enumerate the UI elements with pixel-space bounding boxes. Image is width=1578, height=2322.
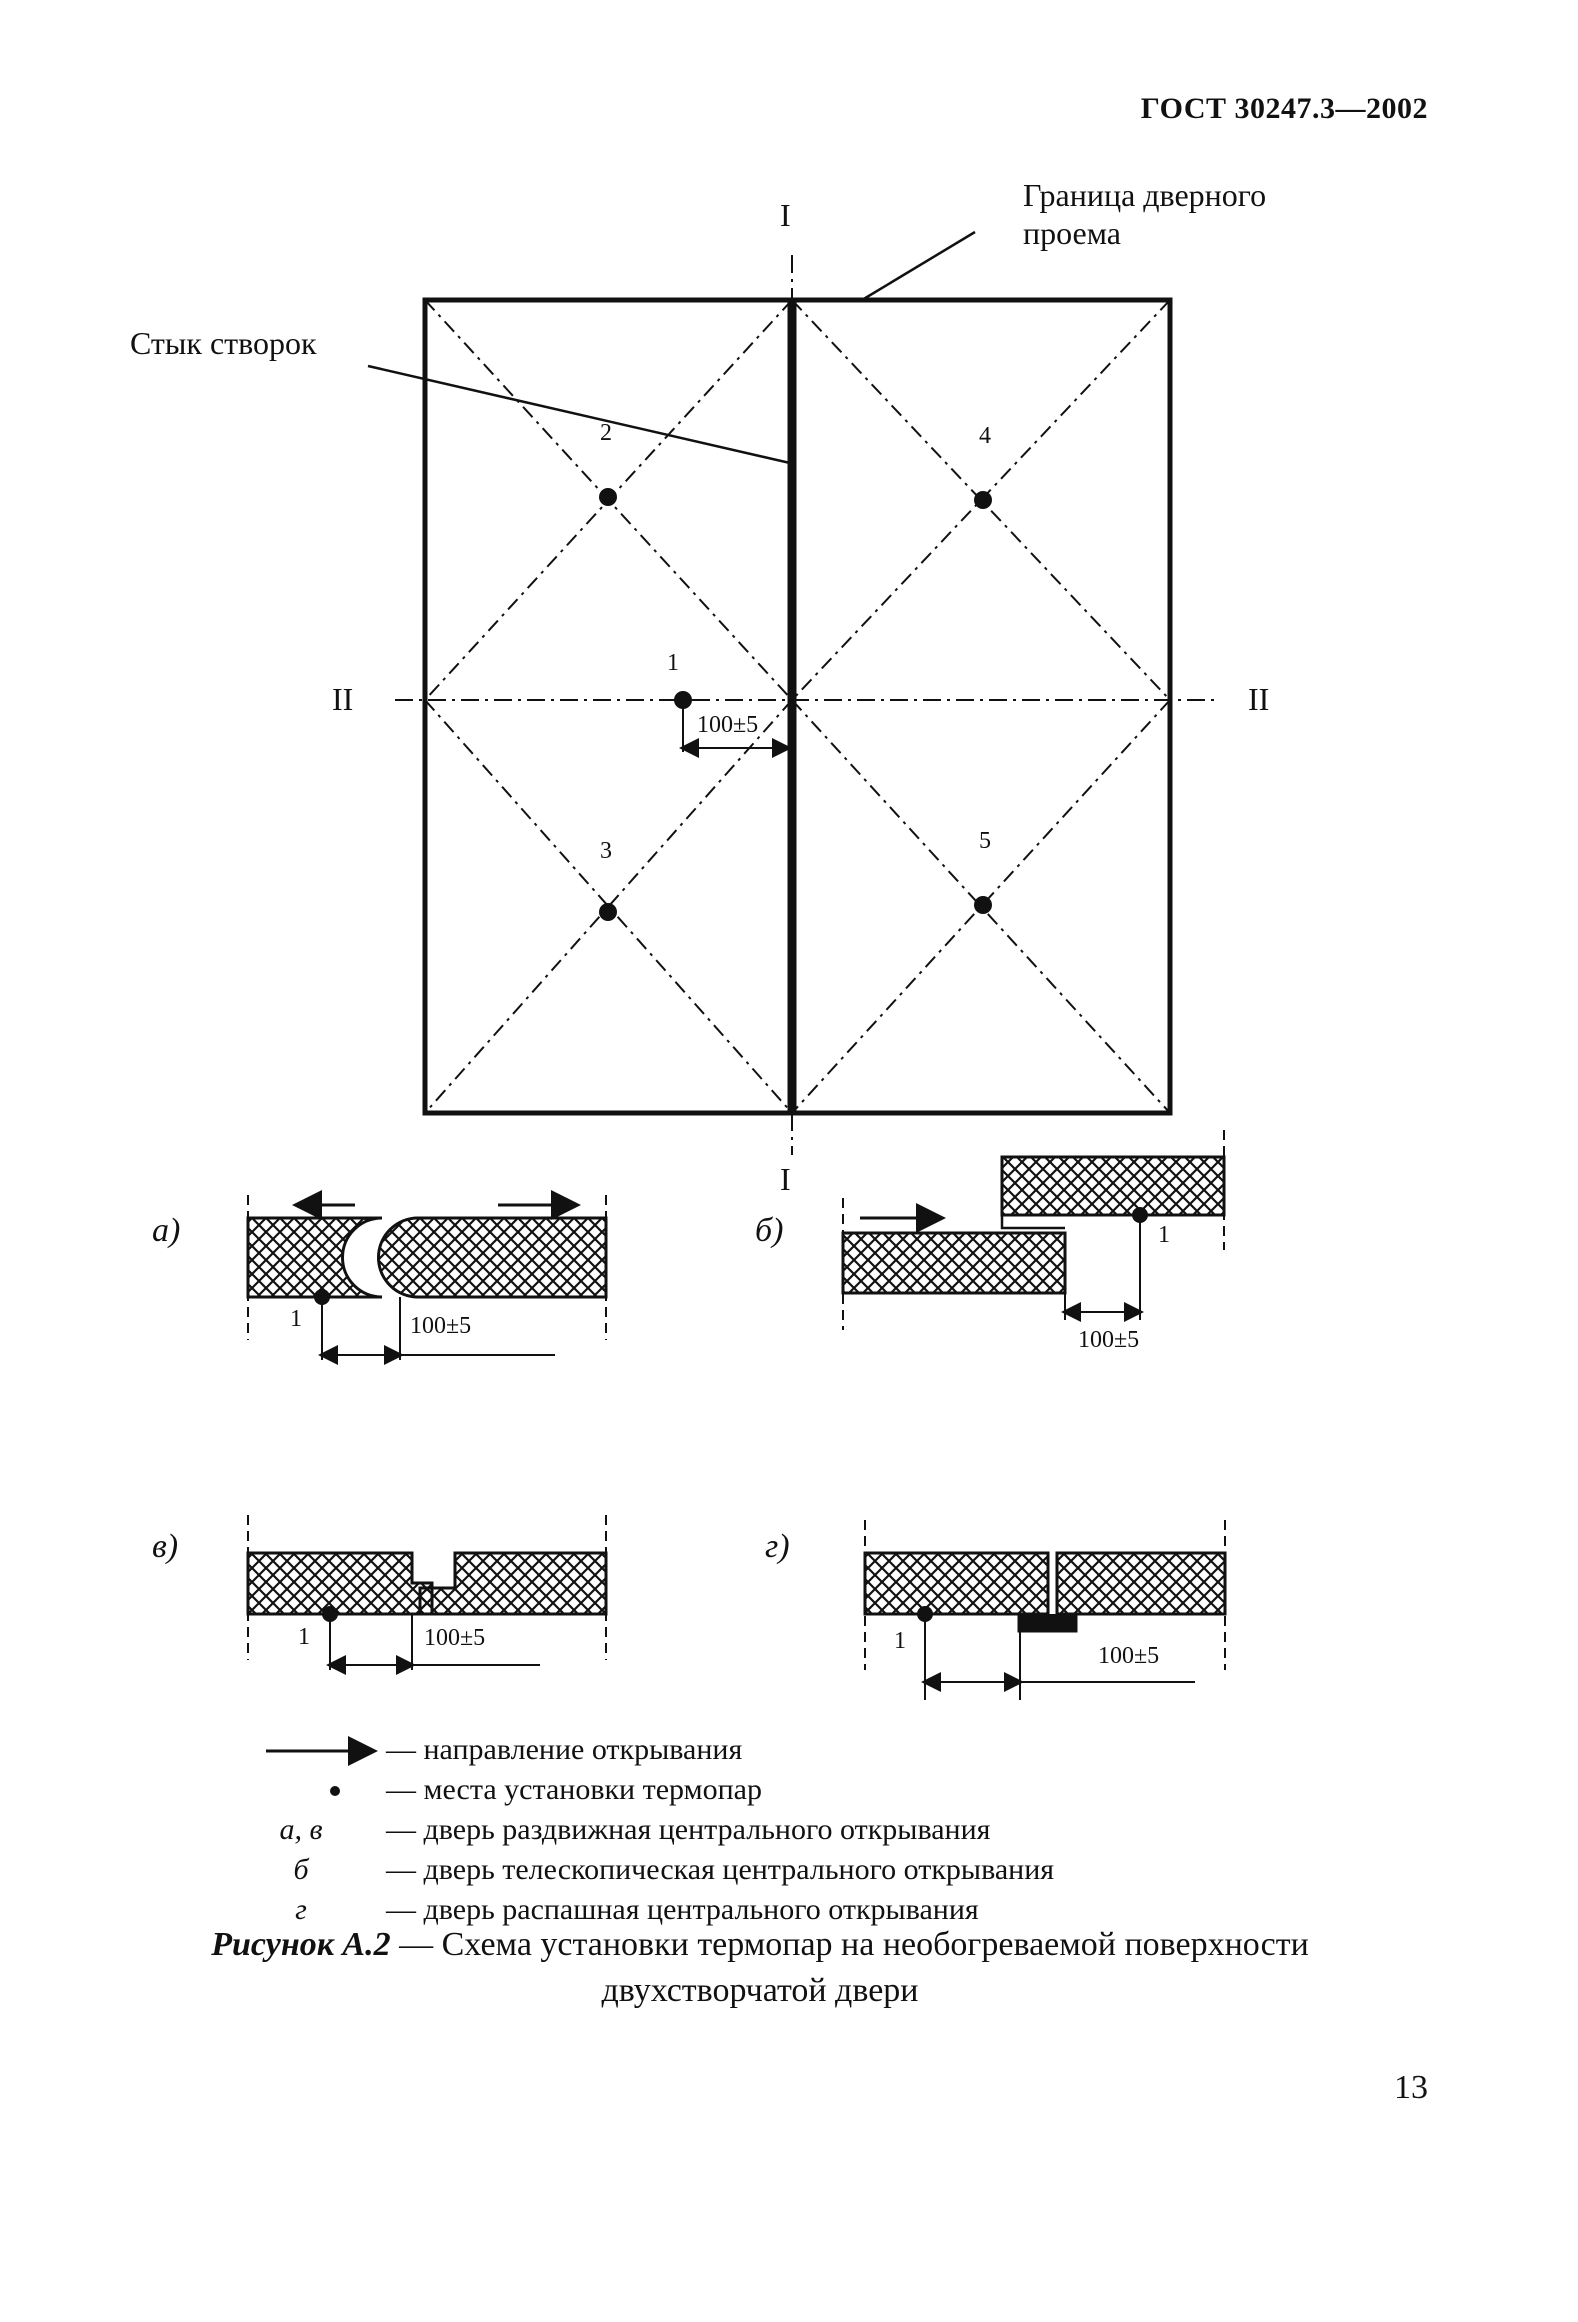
axis-label-bottom: I: [780, 1161, 791, 1197]
legend-symbol: б: [293, 1853, 309, 1886]
point-label-4: 4: [979, 423, 991, 449]
main-dimension: [679, 700, 792, 758]
subfigure-a-point: 1: [290, 1306, 302, 1332]
document-code: ГОСТ 30247.3—2002: [1140, 92, 1428, 125]
legend: — направление открывания — места установ…: [266, 1730, 1054, 1930]
subfigure-b: [841, 1130, 1226, 1330]
axis-label-right: II: [1248, 681, 1270, 717]
legend-row-b: б — дверь телескопическая центрального о…: [266, 1850, 1054, 1890]
axis-label-left: II: [332, 681, 354, 717]
legend-row-arrow: — направление открывания: [266, 1730, 1054, 1770]
point-label-5: 5: [979, 828, 991, 854]
caption-text-1: — Схема установки термопар на необогрева…: [390, 1926, 1309, 1963]
opening-boundary-label-2: проема: [1023, 215, 1121, 251]
point-4: [974, 491, 992, 509]
subfigure-b-dimension: 100±5: [1078, 1327, 1140, 1353]
subfigure-g-point: 1: [894, 1628, 906, 1654]
page-number: 13: [1394, 2069, 1428, 2106]
subfigure-b-point: 1: [1158, 1222, 1170, 1248]
subfigure-g-label: г): [765, 1528, 790, 1565]
leader-lines: [367, 230, 976, 465]
subfigure-a-label: а): [152, 1212, 181, 1249]
subfigure-g-dimension: 100±5: [1098, 1643, 1160, 1669]
door-frame: [422, 297, 1173, 1116]
opening-boundary-label-1: Граница дверного: [1023, 177, 1267, 213]
legend-row-g: г — дверь распашная центрального открыва…: [266, 1890, 1054, 1930]
legend-text: — дверь распашная центрального открывани…: [386, 1893, 979, 1926]
legend-text: — дверь телескопическая центрального отк…: [386, 1853, 1055, 1886]
legend-symbol: г: [295, 1893, 307, 1926]
axis-label-top: I: [780, 197, 791, 233]
caption-line-1: Рисунок А.2 — Схема установки термопар н…: [60, 1922, 1460, 1968]
legend-symbol: а, в: [279, 1813, 323, 1846]
point-label-2: 2: [600, 420, 612, 446]
subfigure-b-label: б): [755, 1212, 784, 1249]
axis-lines: [395, 255, 1215, 1155]
legend-symbols: [266, 1736, 378, 1796]
caption-prefix: Рисунок А.2: [211, 1926, 391, 1963]
diagonal-lines: [424, 299, 1171, 1114]
subfigure-g: [863, 1520, 1227, 1700]
caption-text-2: двухстворчатой двери: [601, 1972, 919, 2009]
legend-text: — дверь раздвижная центрального открыван…: [386, 1813, 991, 1846]
figure-caption: Рисунок А.2 — Схема установки термопар н…: [60, 1922, 1460, 2014]
subfigure-v-dimension: 100±5: [424, 1625, 486, 1651]
subfigure-v-point: 1: [298, 1624, 310, 1650]
subfigure-v: [246, 1515, 608, 1675]
point-label-1: 1: [667, 650, 679, 676]
leaf-joint-label: Стык створок: [130, 325, 317, 361]
dot-icon: [330, 1786, 340, 1796]
point-label-3: 3: [600, 838, 612, 864]
point-2: [599, 488, 617, 506]
subfigure-a: [246, 1190, 608, 1365]
subfigure-v-label: в): [152, 1528, 179, 1565]
legend-text: — места установки термопар: [386, 1773, 762, 1806]
point-5: [974, 896, 992, 914]
legend-row-dot: — места установки термопар: [266, 1770, 1054, 1810]
point-3: [599, 903, 617, 921]
main-dimension-label: 100±5: [697, 712, 759, 738]
legend-row-av: а, в — дверь раздвижная центрального отк…: [266, 1810, 1054, 1850]
subfigure-a-dimension: 100±5: [410, 1313, 472, 1339]
legend-text: — направление открывания: [386, 1733, 743, 1766]
